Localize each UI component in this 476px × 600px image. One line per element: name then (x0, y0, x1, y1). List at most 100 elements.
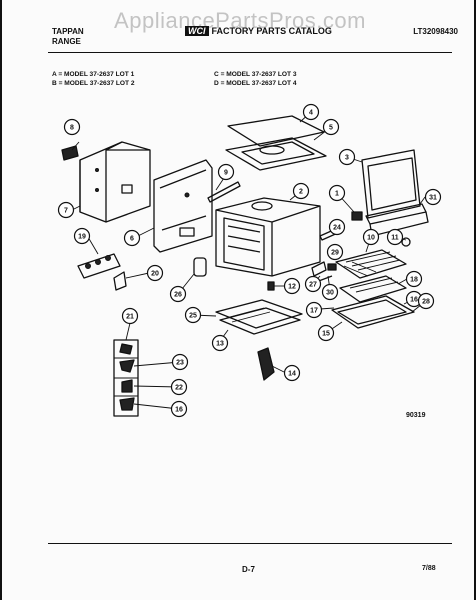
svg-text:16: 16 (410, 297, 418, 304)
svg-text:16: 16 (175, 407, 183, 414)
svg-text:31: 31 (429, 195, 437, 202)
part-oven-liner (215, 197, 321, 277)
part-back-panel (153, 159, 213, 253)
part-knob (351, 211, 363, 221)
callout-28: 28 (417, 292, 435, 310)
svg-text:26: 26 (174, 292, 182, 299)
watermark: AppliancePartsPros.com (114, 8, 366, 33)
figure-code: 90319 (406, 412, 426, 419)
svg-text:2: 2 (299, 189, 303, 196)
revision-date: 7/88 (422, 565, 436, 572)
svg-text:6: 6 (130, 236, 134, 243)
callout-6: 6 (123, 229, 141, 247)
callout-18: 18 (405, 270, 423, 288)
part-storage-drawer (215, 299, 303, 335)
callout-13: 13 (211, 334, 229, 352)
part-broiler-pan (331, 295, 415, 329)
callout-2: 2 (292, 182, 310, 200)
callout-31: 31 (424, 188, 442, 206)
callout-17: 17 (305, 301, 323, 319)
svg-text:20: 20 (151, 271, 159, 278)
model-list-right: C = MODEL 37-2637 LOT 3 D = MODEL 37-263… (214, 70, 297, 88)
svg-text:13: 13 (216, 341, 224, 348)
svg-text:4: 4 (309, 110, 313, 117)
svg-text:29: 29 (331, 250, 339, 257)
callout-9: 9 (217, 163, 235, 181)
callout-26: 26 (169, 285, 187, 303)
part-oven-rack (335, 249, 407, 279)
callout-7: 7 (57, 201, 75, 219)
part-broiler-grid (339, 275, 407, 303)
callout-10: 10 (362, 228, 380, 246)
callout-4: 4 (302, 103, 320, 121)
manufacturer-logo: WCI (185, 26, 209, 36)
model-list-left: A = MODEL 37-2637 LOT 1 B = MODEL 37-263… (52, 70, 135, 88)
svg-text:10: 10 (367, 235, 375, 242)
part-side-panel (79, 141, 151, 223)
svg-text:19: 19 (78, 234, 86, 241)
document-number: LT32098430 (413, 27, 458, 36)
callout-24: 24 (328, 218, 346, 236)
callout-14: 14 (283, 364, 301, 382)
callout-3: 3 (338, 148, 356, 166)
svg-text:25: 25 (189, 313, 197, 320)
page-number: D-7 (242, 565, 255, 574)
callout-29: 29 (326, 243, 344, 261)
brand-name: TAPPAN (52, 27, 84, 36)
callout-23: 23 (171, 353, 189, 371)
header-rule (48, 52, 452, 53)
part-vent-trim (207, 181, 241, 203)
brand-block: TAPPAN RANGE (52, 27, 84, 47)
model-line-b: B = MODEL 37-2637 LOT 2 (52, 80, 135, 87)
callout-25: 25 (184, 306, 202, 324)
svg-text:1: 1 (335, 191, 339, 198)
callout-22: 22 (170, 378, 188, 396)
callout-5: 5 (322, 118, 340, 136)
model-line-a: A = MODEL 37-2637 LOT 1 (52, 71, 135, 78)
part-cooktop (225, 115, 327, 171)
svg-text:27: 27 (309, 282, 317, 289)
product-type: RANGE (52, 37, 81, 46)
callout-12: 12 (283, 277, 301, 295)
part-control-switches (113, 339, 139, 417)
callout-15: 15 (317, 324, 335, 342)
svg-text:11: 11 (391, 235, 399, 242)
svg-text:23: 23 (176, 360, 184, 367)
part-bolt (267, 281, 275, 291)
svg-text:3: 3 (345, 155, 349, 162)
svg-text:17: 17 (310, 308, 318, 315)
part-selector-switch (193, 257, 207, 277)
svg-text:22: 22 (175, 385, 183, 392)
part-terminal-block (77, 253, 127, 291)
callout-11: 11 (386, 228, 404, 246)
callout-8: 8 (63, 118, 81, 136)
catalog-title: FACTORY PARTS CATALOG (211, 26, 332, 36)
callout-21: 21 (121, 307, 139, 325)
svg-text:9: 9 (224, 170, 228, 177)
svg-text:21: 21 (126, 314, 134, 321)
callout-30: 30 (321, 283, 339, 301)
callout-16-lower: 16 (170, 400, 188, 418)
svg-text:14: 14 (288, 371, 296, 378)
footer-rule (48, 543, 452, 544)
part-rating-label (61, 145, 79, 161)
callout-27: 27 (304, 275, 322, 293)
model-line-c: C = MODEL 37-2637 LOT 3 (214, 71, 297, 78)
svg-text:7: 7 (64, 208, 68, 215)
model-line-d: D = MODEL 37-2637 LOT 4 (214, 80, 297, 87)
part-door-handle (257, 347, 275, 381)
svg-text:5: 5 (329, 125, 333, 132)
svg-text:12: 12 (288, 284, 296, 291)
svg-text:30: 30 (326, 290, 334, 297)
callout-1: 1 (328, 184, 346, 202)
svg-text:8: 8 (70, 125, 74, 132)
svg-text:28: 28 (422, 299, 430, 306)
svg-text:18: 18 (410, 277, 418, 284)
svg-text:15: 15 (322, 331, 330, 338)
svg-text:24: 24 (333, 225, 341, 232)
part-oven-door (361, 149, 429, 237)
callout-20: 20 (146, 264, 164, 282)
